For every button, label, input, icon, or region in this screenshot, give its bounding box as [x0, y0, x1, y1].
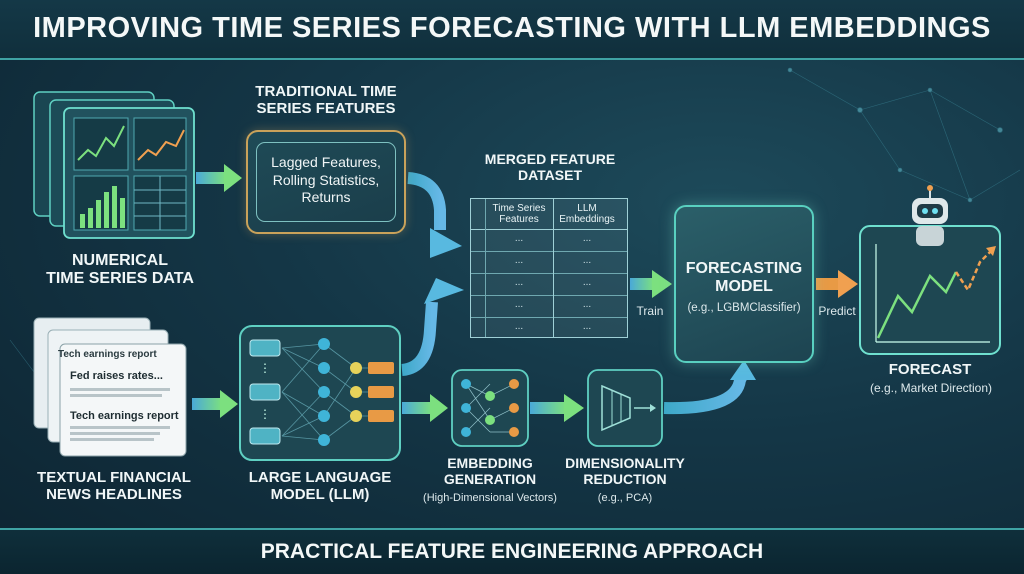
title-bar: [0, 0, 1024, 60]
traditional-feature-lagged: Lagged Features,: [271, 154, 381, 170]
news-label-line1: TEXTUAL FINANCIAL: [37, 469, 191, 486]
arrow-reduction-to-model: [663, 360, 756, 415]
reduction-label-line2: REDUCTION: [583, 470, 667, 487]
traditional-features-title-line1: TRADITIONAL TIME: [255, 83, 397, 100]
arrow-embedding-to-reduction: [530, 394, 584, 422]
network-background: [9, 67, 1021, 381]
forecast-title: FORECAST: [888, 361, 972, 378]
table-header-time-series: Time Series Features: [487, 203, 551, 225]
table-cell: ...: [514, 277, 524, 288]
merged-dataset-table: Time Series Features LLM Embeddings ... …: [470, 198, 628, 338]
dimensionality-reduction-icon: [587, 369, 663, 447]
forecasting-model-box: [674, 205, 814, 363]
news-headline-front: Fed raises rates...: [70, 370, 163, 382]
table-cell: ...: [582, 233, 592, 244]
news-headline-back: Tech earnings report: [58, 349, 157, 360]
footer-title: PRACTICAL FEATURE ENGINEERING APPROACH: [260, 540, 764, 563]
news-label-line2: NEWS HEADLINES: [46, 485, 182, 503]
footer-bar: [0, 528, 1024, 574]
svg-text:⋮: ⋮: [259, 361, 271, 375]
llm-network-icon: ⋮ ⋮: [239, 325, 401, 461]
arrow-numerical-to-traditional: [196, 164, 242, 192]
arrow-merged-to-model: [630, 270, 672, 298]
table-header-llm-embeddings-line2: Embeddings: [559, 214, 615, 225]
arrow-llm-to-merged: [401, 278, 464, 376]
forecast-example: (e.g., Market Direction): [869, 381, 993, 395]
forecasting-model-title: FORECASTING MODEL: [674, 260, 814, 296]
numerical-data-icon: [33, 91, 195, 239]
forecasting-model-title-line2: MODEL: [715, 277, 773, 295]
news-label: TEXTUAL FINANCIAL NEWS HEADLINES: [14, 469, 214, 504]
traditional-features-title: TRADITIONAL TIME SERIES FEATURES: [226, 83, 426, 118]
llm-label-line2: MODEL (LLM): [270, 485, 370, 503]
table-cell: ...: [582, 277, 592, 288]
merged-dataset-title: MERGED FEATURE DATASET: [450, 151, 650, 183]
arrow-model-to-forecast: [816, 270, 858, 298]
table-cell: ...: [514, 233, 524, 244]
table-header-time-series-line2: Features: [499, 214, 539, 225]
merged-dataset-title-line1: MERGED FEATURE: [484, 151, 616, 167]
reduction-sub: (e.g., PCA): [597, 492, 653, 504]
table-header-llm-embeddings-line1: LLM: [577, 203, 597, 214]
arrow-llm-to-embedding: [402, 394, 448, 422]
embedding-label: EMBEDDING GENERATION: [420, 455, 560, 487]
arrow-traditional-to-merged: [407, 172, 462, 258]
traditional-features-inner-box: [256, 142, 396, 222]
numerical-data-label: NUMERICAL TIME SERIES DATA: [20, 252, 220, 288]
reduction-label-line1: DIMENSIONALITY: [565, 455, 685, 471]
news-headlines-icon: [33, 317, 187, 457]
table-cell: ...: [514, 321, 524, 332]
embedding-sub: (High-Dimensional Vectors): [423, 492, 557, 504]
numerical-data-label-line2: TIME SERIES DATA: [46, 269, 194, 287]
embedding-label-line2: GENERATION: [443, 470, 537, 487]
embedding-icon: [451, 369, 529, 447]
traditional-features-list: Lagged Features, Rolling Statistics, Ret…: [256, 154, 396, 207]
predict-label: Predict: [818, 304, 856, 318]
arrow-news-to-llm: [192, 390, 238, 418]
svg-text:⋮: ⋮: [259, 407, 271, 421]
llm-label-line1: LARGE LANGUAGE: [248, 469, 392, 486]
table-cell: ...: [582, 321, 592, 332]
numerical-data-label-line1: NUMERICAL: [72, 252, 168, 269]
page-title: IMPROVING TIME SERIES FORECASTING WITH L…: [33, 12, 991, 44]
llm-label: LARGE LANGUAGE MODEL (LLM): [220, 469, 420, 504]
table-header-llm-embeddings: LLM Embeddings: [555, 203, 619, 225]
reduction-label: DIMENSIONALITY REDUCTION: [550, 455, 700, 487]
traditional-feature-rolling: Rolling Statistics,: [272, 171, 380, 188]
forecasting-model-title-line1: FORECASTING: [685, 260, 803, 277]
table-cell: ...: [514, 255, 524, 266]
traditional-features-title-line2: SERIES FEATURES: [256, 99, 396, 117]
robot-icon: [912, 185, 948, 246]
news-headline-front-2: Tech earnings report: [70, 410, 179, 422]
forecasting-model-example: (e.g., LGBMClassifier): [687, 302, 801, 314]
embedding-label-line1: EMBEDDING: [447, 455, 533, 471]
table-cell: ...: [582, 299, 592, 310]
traditional-features-box: [246, 130, 406, 234]
traditional-feature-returns: Returns: [301, 189, 351, 205]
table-header-time-series-line1: Time Series: [492, 203, 546, 214]
table-cell: ...: [514, 299, 524, 310]
merged-dataset-title-line2: DATASET: [517, 166, 583, 183]
train-label: Train: [636, 304, 664, 318]
table-cell: ...: [582, 255, 592, 266]
